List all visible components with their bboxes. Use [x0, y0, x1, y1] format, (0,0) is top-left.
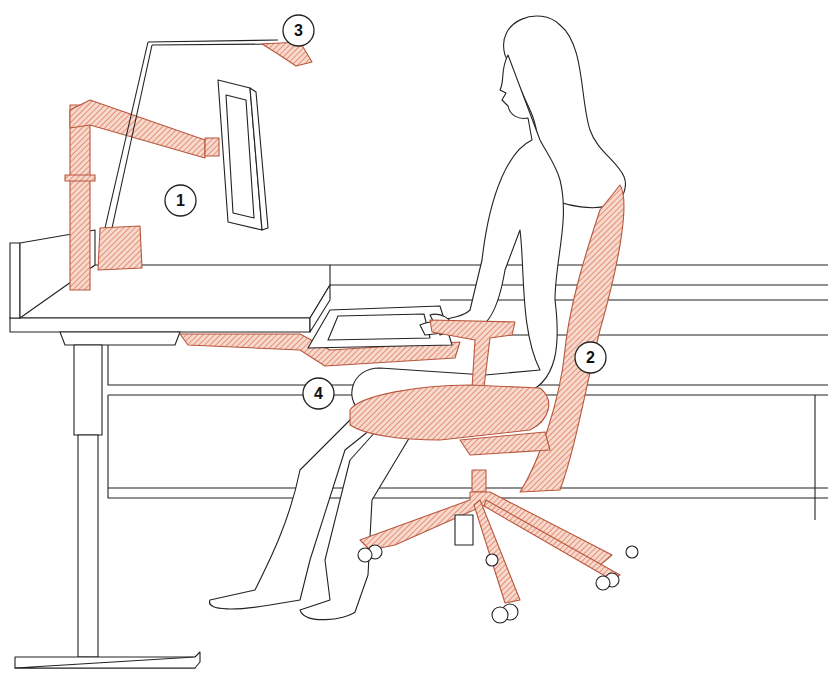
callout-circle: 3	[282, 14, 315, 47]
callout-circle: 2	[574, 341, 607, 374]
task-chair	[350, 185, 624, 603]
callout-number: 1	[176, 193, 185, 209]
callout-circle: 1	[164, 184, 197, 217]
monitor	[218, 80, 268, 230]
callout-number: 4	[314, 386, 323, 402]
seated-person	[210, 16, 626, 620]
chair-casters	[358, 515, 638, 623]
task-lamp	[98, 40, 312, 270]
keyboard-tray	[180, 306, 460, 366]
monitor-arm	[65, 100, 219, 290]
callout-number: 3	[294, 23, 303, 39]
callout-circle: 4	[302, 377, 335, 410]
callout-number: 2	[586, 350, 595, 366]
